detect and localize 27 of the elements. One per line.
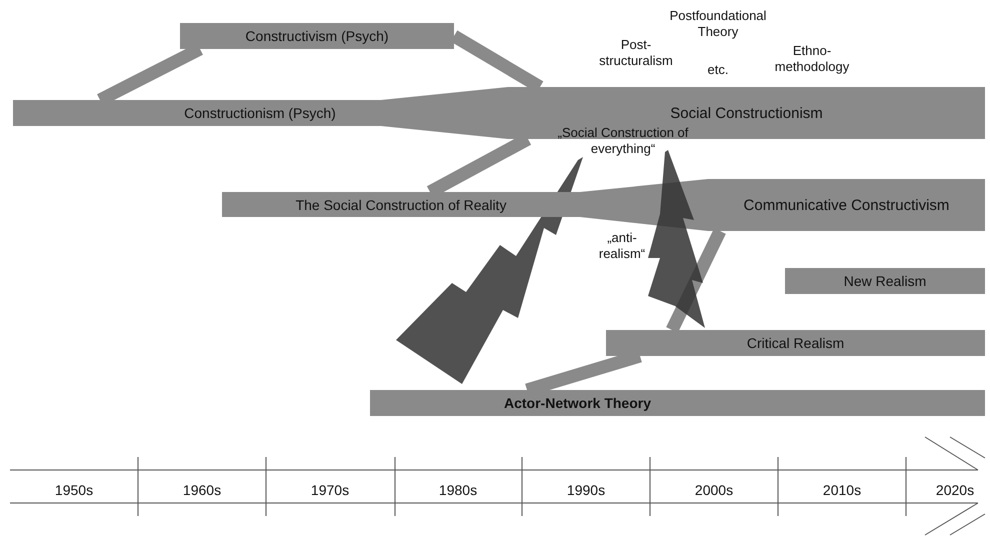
bar-label: Social Constructionism	[670, 104, 823, 122]
annotation-text: „Social Construction of everything“	[556, 125, 690, 158]
decade-label: 2010s	[822, 482, 862, 500]
decade-label: 1990s	[566, 482, 606, 500]
decade-label: 1970s	[310, 482, 350, 500]
decade-label: 1950s	[54, 482, 94, 500]
timeline-bar	[606, 330, 985, 356]
theory-label: Ethno- methodology	[774, 43, 850, 76]
timeline-bar	[785, 268, 985, 294]
bar-label: Communicative Constructivism	[744, 196, 950, 214]
timeline-bar	[180, 23, 454, 49]
decade-label: 1960s	[182, 482, 222, 500]
flow-band	[381, 87, 508, 139]
decade-label: 2020s	[934, 482, 976, 500]
bar-label: Constructivism (Psych)	[245, 28, 389, 44]
timeline-bar	[222, 192, 580, 217]
annotation-text: „anti- realism“	[598, 230, 646, 262]
bar-label: Actor-Network Theory	[504, 395, 652, 411]
timeline-bar	[370, 390, 985, 416]
bar-label: Critical Realism	[746, 335, 844, 351]
decade-label: 1980s	[438, 482, 478, 500]
decade-label: 2000s	[694, 482, 734, 500]
bar-label: New Realism	[844, 273, 926, 289]
bar-label: Constructionism (Psych)	[184, 105, 336, 121]
theory-label: etc.	[706, 62, 730, 78]
timeline-bar	[13, 100, 381, 126]
bar-label: The Social Construction of Reality	[296, 196, 506, 212]
